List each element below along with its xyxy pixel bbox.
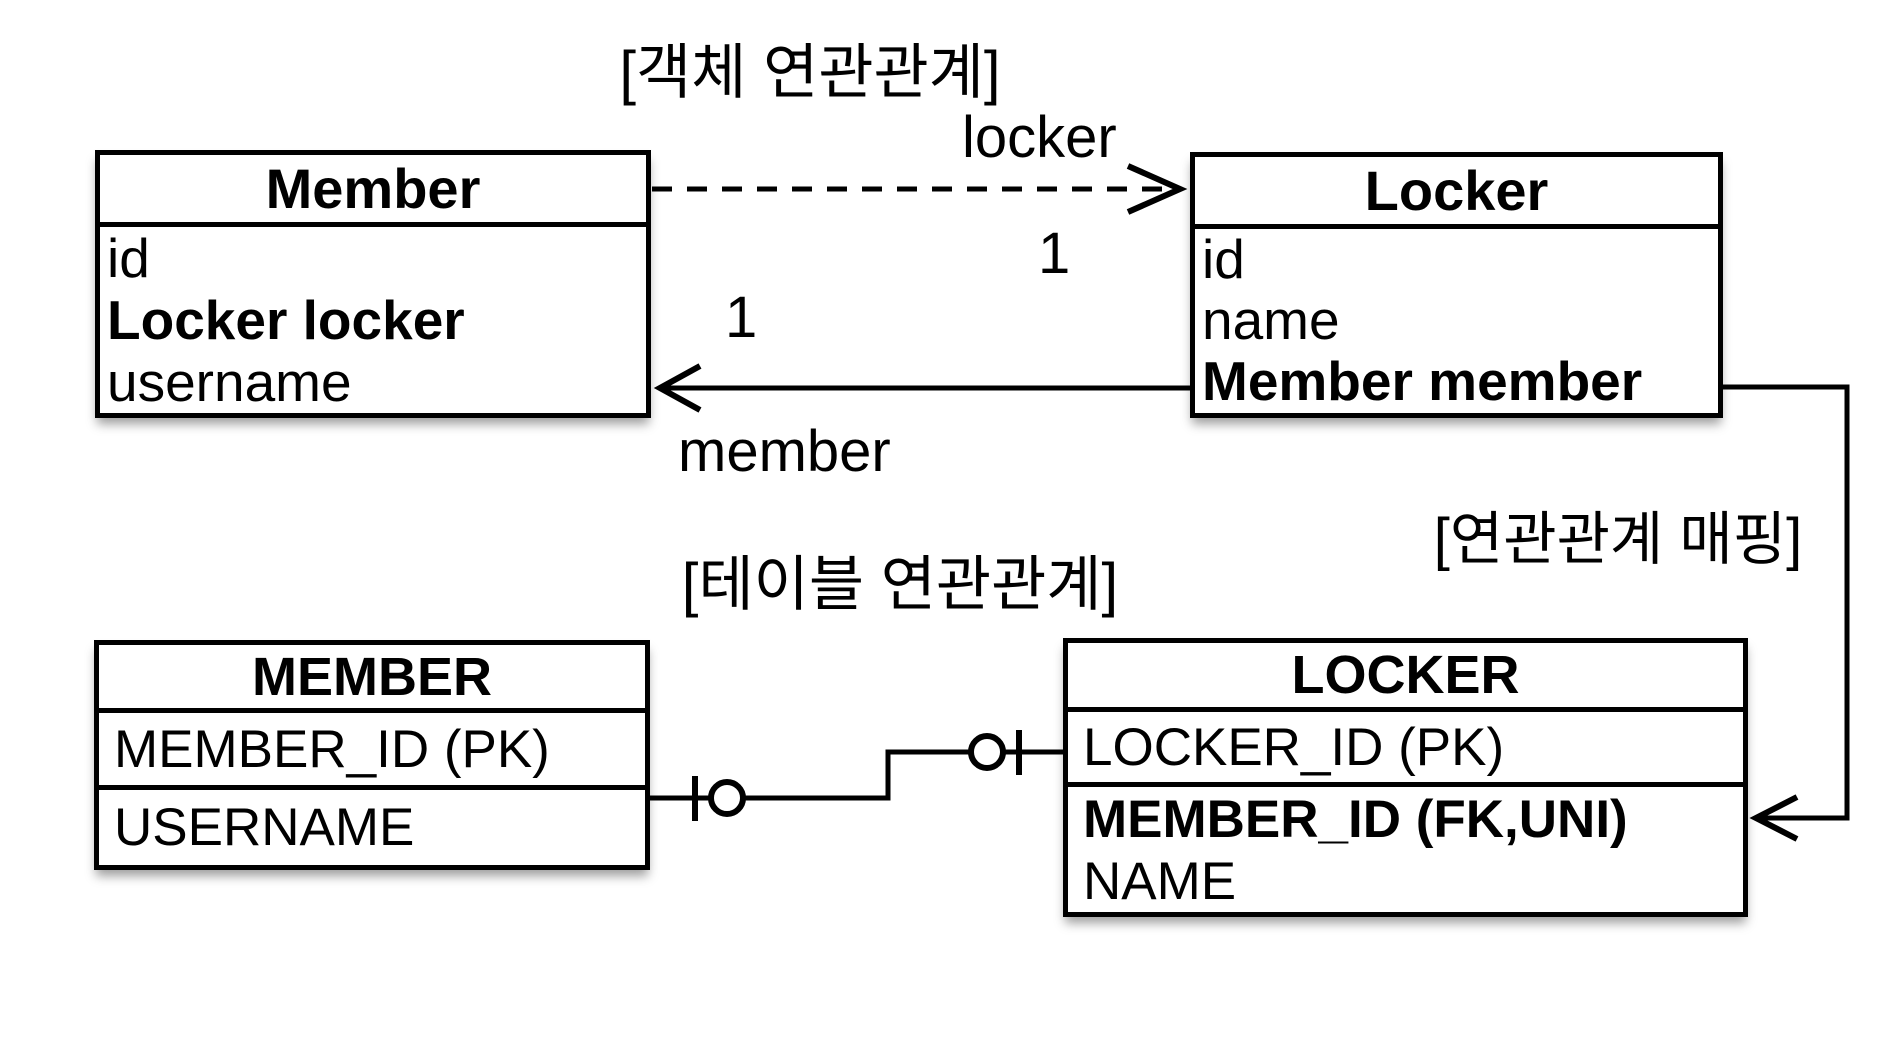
member-arrow-multiplicity: 1 (725, 285, 758, 350)
member-field-username: username (107, 351, 352, 413)
member-table-row-member-id: MEMBER_ID (PK) (99, 713, 645, 790)
member-field-id: id (107, 227, 150, 289)
member-arrow-label: member (678, 419, 891, 484)
member-class-box: Member id Locker locker username (95, 150, 651, 418)
member-field-locker: Locker locker (107, 289, 465, 351)
locker-class-title: Locker (1195, 157, 1718, 229)
table-association-title: [테이블 연관관계] (681, 551, 1119, 618)
locker-table-box: LOCKER LOCKER_ID (PK) MEMBER_ID (FK,UNI)… (1063, 638, 1748, 917)
locker-field-member: Member member (1202, 350, 1643, 412)
locker-table-row-name: NAME (1083, 852, 1237, 911)
member-table-title: MEMBER (99, 645, 645, 713)
member-table-box: MEMBER MEMBER_ID (PK) USERNAME (94, 640, 650, 870)
locker-class-box: Locker id name Member member (1190, 152, 1723, 418)
locker-association-arrowhead (1126, 163, 1188, 215)
locker-table-row-member-id: MEMBER_ID (FK,UNI) (1083, 790, 1628, 849)
member-association-arrowhead (653, 363, 702, 413)
mapping-arrowhead (1749, 794, 1799, 842)
locker-arrow-multiplicity: 1 (1038, 221, 1071, 286)
connector-circle-left (708, 779, 746, 817)
locker-class-fields: id name Member member (1195, 229, 1718, 412)
member-class-fields: id Locker locker username (100, 227, 646, 413)
locker-table-row-locker-id: LOCKER_ID (PK) (1068, 712, 1743, 787)
member-class-title: Member (100, 155, 646, 227)
object-association-title: [객체 연관관계] (619, 39, 1001, 106)
association-mapping-title: [연관관계 매핑] (1433, 507, 1803, 572)
locker-table-compartment: MEMBER_ID (FK,UNI) NAME (1068, 787, 1743, 913)
connector-circle-right (968, 733, 1006, 771)
locker-arrow-label: locker (962, 105, 1117, 170)
locker-table-title: LOCKER (1068, 643, 1743, 712)
mapping-line (1723, 384, 1850, 821)
member-table-row-username: USERNAME (114, 798, 415, 857)
locker-field-name: name (1202, 289, 1340, 351)
locker-field-id: id (1202, 228, 1245, 290)
